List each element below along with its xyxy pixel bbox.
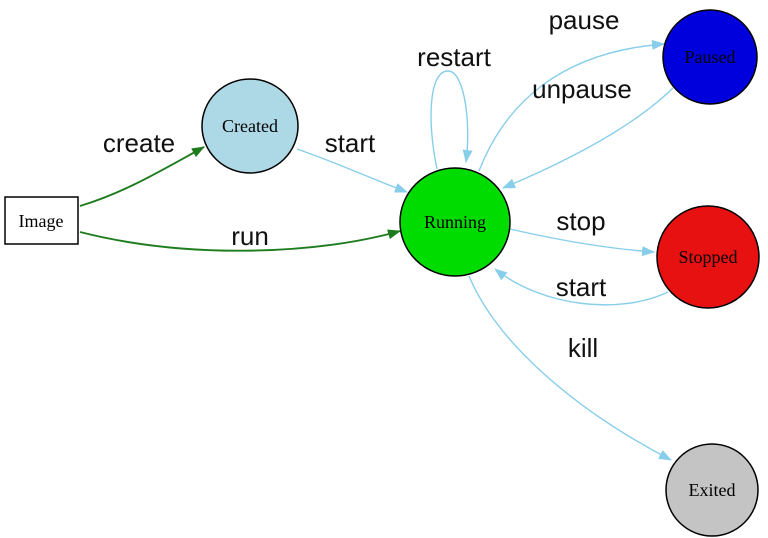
edge-label-create: create	[103, 128, 175, 158]
node-stopped: Stopped	[656, 205, 760, 309]
node-running-shape	[399, 167, 511, 277]
edge-labels: create run start restart pause unpause s…	[103, 5, 632, 363]
edge-label-run: run	[231, 221, 269, 251]
node-created-label: Created	[222, 116, 278, 136]
node-exited-shape	[665, 443, 759, 537]
edge-label-restart: restart	[417, 42, 491, 72]
node-stopped-shape	[656, 205, 760, 309]
edge-start-stopped	[494, 268, 669, 306]
edge-stop	[509, 228, 655, 257]
node-image-label: Image	[19, 211, 64, 231]
node-created: Created	[201, 78, 299, 174]
edge-kill	[468, 275, 672, 461]
edges	[79, 39, 674, 461]
edge-label-start-stopped: start	[556, 272, 607, 302]
edge-label-pause: pause	[549, 5, 620, 35]
edge-unpause	[502, 87, 674, 189]
node-exited-label: Exited	[689, 480, 736, 500]
edge-create	[79, 146, 205, 207]
node-running-label: Running	[424, 212, 486, 232]
edge-pause	[478, 39, 665, 172]
node-created-shape	[201, 78, 299, 174]
edge-label-stop: stop	[556, 206, 605, 236]
node-image: Image	[4, 196, 79, 245]
edge-label-unpause: unpause	[532, 74, 632, 104]
edge-run	[79, 229, 401, 252]
node-exited: Exited	[665, 443, 759, 537]
edge-label-kill: kill	[568, 333, 598, 363]
edge-start-created	[296, 148, 408, 193]
node-paused: Paused	[662, 9, 758, 105]
node-paused-label: Paused	[685, 47, 736, 67]
node-running: Running	[399, 167, 511, 277]
edge-label-start-created: start	[325, 128, 376, 158]
node-paused-shape	[662, 9, 758, 105]
node-stopped-label: Stopped	[678, 247, 737, 267]
edge-restart	[430, 70, 473, 170]
node-image-shape	[4, 196, 79, 245]
